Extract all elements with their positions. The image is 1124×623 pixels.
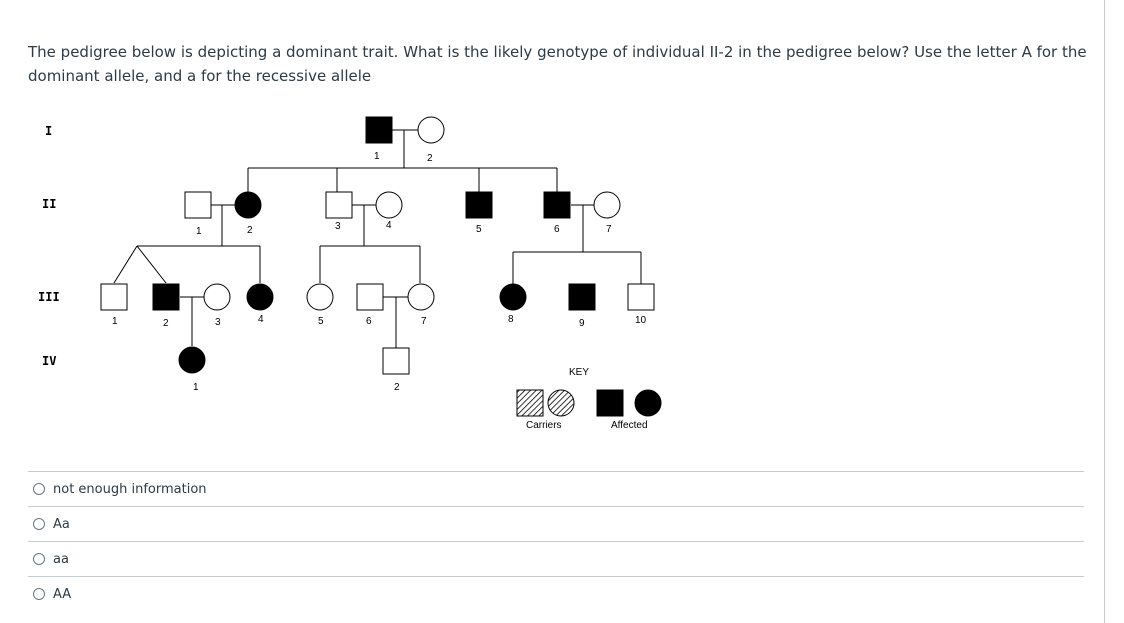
individual-III-1	[100, 283, 128, 311]
key-affected-label: Affected	[611, 420, 648, 431]
individual-III-5	[306, 283, 334, 311]
generation-label-i: I	[45, 124, 52, 138]
affected-male-symbol	[596, 389, 624, 417]
individual-I-1	[365, 116, 393, 144]
answer-option-aa-dominant[interactable]: AA	[28, 576, 1084, 611]
label-II-3: 3	[335, 221, 341, 232]
individual-II-7	[593, 191, 621, 219]
carrier-female-symbol	[547, 389, 575, 417]
label-I-2: 2	[427, 153, 433, 164]
label-I-1: 1	[374, 151, 380, 162]
label-II-6: 6	[554, 224, 560, 235]
individual-III-4	[246, 283, 274, 311]
label-II-1: 1	[196, 226, 202, 237]
individual-IV-2	[382, 347, 410, 375]
individual-IV-1	[178, 346, 206, 374]
individual-II-6	[543, 191, 571, 219]
individual-II-3	[325, 191, 353, 219]
generation-label-iv: IV	[42, 354, 56, 368]
label-III-4: 4	[258, 314, 264, 325]
individual-III-3	[203, 283, 231, 311]
label-III-8: 8	[508, 314, 514, 325]
pedigree-diagram: I II III IV	[38, 116, 662, 431]
answer-option-not-enough-information[interactable]: not enough information	[28, 471, 1084, 506]
individual-II-4	[375, 191, 403, 219]
label-III-7: 7	[421, 316, 427, 327]
individual-III-8	[499, 283, 527, 311]
affected-female-symbol	[634, 389, 662, 417]
label-II-2: 2	[247, 225, 253, 236]
answer-label: AA	[53, 586, 72, 602]
key-carriers-label: Carriers	[526, 420, 562, 431]
radio-button[interactable]	[33, 518, 45, 530]
individual-I-2	[417, 116, 445, 144]
label-III-5: 5	[318, 316, 324, 327]
individual-III-6	[356, 283, 384, 311]
label-III-3: 3	[215, 317, 221, 328]
individual-III-10	[627, 283, 655, 311]
label-III-10: 10	[635, 315, 647, 326]
answer-option-aa-heterozygous[interactable]: Aa	[28, 506, 1084, 541]
answer-label: aa	[53, 551, 69, 567]
label-II-4: 4	[386, 220, 392, 231]
label-IV-2: 2	[394, 382, 400, 393]
radio-button[interactable]	[33, 483, 45, 495]
label-III-9: 9	[579, 318, 585, 329]
answer-label: Aa	[53, 516, 70, 532]
label-III-1: 1	[112, 316, 118, 327]
content-right-border	[1104, 0, 1105, 623]
individual-III-2	[152, 283, 180, 311]
label-III-6: 6	[366, 316, 372, 327]
label-III-2: 2	[163, 318, 169, 329]
answer-label: not enough information	[53, 481, 207, 497]
individual-II-2	[234, 191, 262, 219]
generation-label-ii: II	[42, 197, 56, 211]
radio-button[interactable]	[33, 588, 45, 600]
label-II-7: 7	[606, 224, 612, 235]
answer-option-aa-recessive[interactable]: aa	[28, 541, 1084, 576]
label-II-5: 5	[476, 224, 482, 235]
key-title: KEY	[569, 367, 589, 378]
answer-list: not enough information Aa aa AA	[28, 471, 1084, 611]
individual-II-5	[465, 191, 493, 219]
pedigree-lines	[113, 129, 642, 348]
radio-button[interactable]	[33, 553, 45, 565]
label-IV-1: 1	[193, 382, 199, 393]
generation-label-iii: III	[38, 290, 60, 304]
question-text: The pedigree below is depicting a domina…	[28, 43, 1087, 85]
individual-III-7	[407, 283, 435, 311]
carrier-male-symbol	[516, 389, 544, 417]
individual-III-9	[568, 283, 596, 311]
individual-II-1	[184, 191, 212, 219]
